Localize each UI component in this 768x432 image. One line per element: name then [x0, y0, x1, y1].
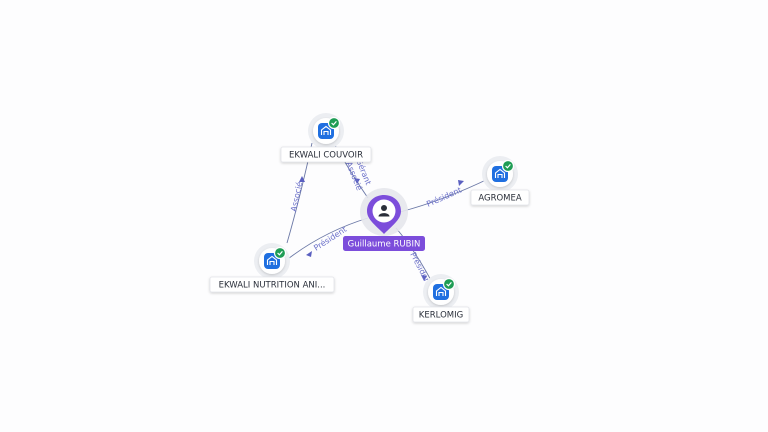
edge-center-ekwali-nutrition — [283, 217, 369, 263]
edge-label-president-agromea: Président — [425, 185, 463, 209]
company-node-ekwali-nutrition[interactable]: EKWALI NUTRITION ANI... — [209, 243, 335, 293]
company-node-ekwali-couvoir[interactable]: EKWALI COUVOIR — [280, 113, 372, 163]
verified-badge-icon — [501, 159, 515, 173]
company-node-kerlomig[interactable]: KERLOMIG — [412, 274, 470, 323]
arrow-to-agromea — [458, 180, 464, 186]
company-name: AGROMEA — [478, 194, 522, 204]
company-name: EKWALI NUTRITION ANI... — [219, 281, 326, 291]
edge-center-agromea — [399, 177, 491, 213]
person-name: Guillaume RUBIN — [348, 240, 421, 250]
edge-label-associe-couvoir: Associé — [288, 181, 304, 213]
arrow-from-center-couvoir — [354, 178, 360, 184]
arrow-to-ekwali-couvoir — [299, 176, 305, 182]
company-name: KERLOMIG — [419, 311, 463, 321]
arrow-to-kerlomig — [421, 275, 427, 281]
person-icon — [378, 205, 390, 217]
arrow-to-ekwali-nutrition — [306, 251, 312, 257]
verified-badge-icon — [327, 116, 341, 130]
company-node-agromea[interactable]: AGROMEA — [470, 156, 530, 206]
edge-label-president-nutrition: Président — [312, 224, 349, 253]
verified-badge-icon — [273, 246, 287, 260]
edge-center-ekwali-couvoir — [331, 139, 369, 199]
verified-badge-icon — [442, 277, 456, 291]
edges — [283, 139, 491, 291]
company-name: EKWALI COUVOIR — [289, 151, 363, 161]
person-node-center[interactable]: Guillaume RUBIN — [343, 188, 425, 251]
